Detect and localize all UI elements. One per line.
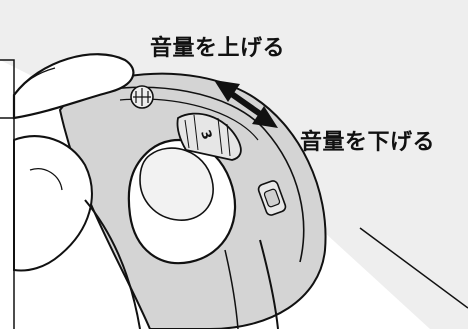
volume-down-label: 音量を下げる <box>300 130 436 155</box>
guide-line <box>359 227 468 309</box>
volume-dial-icon <box>176 112 242 161</box>
device-seam <box>94 86 305 263</box>
hand-edge <box>84 199 141 329</box>
microphone-port-icon <box>130 85 154 109</box>
volume-up-label: 音量を上げる <box>150 36 286 61</box>
battery-door-icon <box>257 180 287 216</box>
index-finger <box>12 53 135 120</box>
frame-edge-bottom <box>0 117 15 329</box>
double-arrow-icon <box>214 80 278 128</box>
knuckle-line <box>29 168 63 191</box>
thumb-shadow-line <box>224 249 239 329</box>
frame-edge-top <box>0 59 15 95</box>
thumbnail <box>139 147 214 221</box>
thumb-base-edge <box>259 239 279 329</box>
finger-crease <box>13 67 56 96</box>
